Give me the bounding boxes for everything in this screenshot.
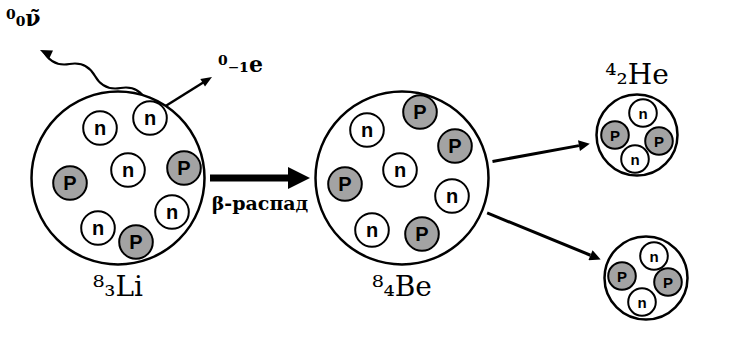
- particle-label: ⁰₋₁e: [218, 52, 263, 76]
- nucleon-letter: P: [610, 128, 620, 143]
- nucleon-letter: P: [663, 275, 673, 290]
- nucleon-ring: [621, 145, 649, 173]
- nucleus-ring: [605, 237, 688, 320]
- electron-arrow: [164, 82, 204, 107]
- nucleon-ring: [601, 121, 629, 149]
- nucleon-ring: [645, 127, 673, 155]
- decay-label: β-распад: [209, 192, 312, 215]
- nucleus-label: ⁸₄Be: [372, 272, 432, 303]
- nucleon-letter: n: [630, 152, 639, 167]
- proton-circle: P: [600, 120, 630, 150]
- nucleon-letter: P: [654, 134, 664, 149]
- proton-circle: P: [644, 126, 674, 156]
- proton-circle: P: [607, 261, 637, 291]
- neutron-circle: n: [349, 112, 385, 148]
- neutron-circle: n: [620, 144, 650, 174]
- nucleus-circle: ⁸₃LinnPPnnnP: [30, 90, 206, 266]
- nucleon-letter: P: [63, 173, 76, 193]
- neutron-circle: n: [110, 152, 146, 188]
- proton-circle: P: [118, 224, 154, 260]
- neutron-circle: n: [82, 110, 118, 146]
- nucleon-letter: P: [413, 102, 426, 122]
- nucleon-letter: n: [361, 120, 373, 140]
- neutron-circle: n: [382, 152, 418, 188]
- proton-circle: P: [166, 150, 202, 186]
- nucleon-ring: [119, 225, 153, 259]
- decay-arrow: [487, 213, 590, 255]
- nucleon-ring: [654, 268, 682, 296]
- nucleon-ring: [111, 153, 145, 187]
- proton-circle: P: [653, 267, 683, 297]
- nucleon-ring: [383, 153, 417, 187]
- nucleon-ring: [435, 179, 469, 213]
- nucleon-letter: n: [166, 202, 178, 222]
- nucleon-ring: [438, 129, 472, 163]
- nucleon-letter: P: [177, 158, 190, 178]
- nucleon-ring: [155, 195, 189, 229]
- nucleon-letter: P: [129, 232, 142, 252]
- nucleon-ring: [53, 166, 87, 200]
- nucleus-ring: [32, 92, 205, 265]
- decay-arrow: [210, 175, 288, 182]
- nucleon-ring: [83, 111, 117, 145]
- nucleon-letter: P: [415, 224, 428, 244]
- nucleus-ring: [597, 95, 678, 176]
- nucleon-letter: n: [92, 218, 104, 238]
- nucleon-letter: n: [94, 118, 106, 138]
- nucleon-letter: n: [394, 160, 406, 180]
- nucleon-letter: P: [448, 136, 461, 156]
- proton-circle: P: [52, 165, 88, 201]
- nucleus-label: ⁸₃Li: [93, 272, 143, 303]
- decay-arrow: [492, 146, 578, 162]
- nucleon-letter: n: [144, 108, 156, 128]
- neutron-circle: n: [80, 210, 116, 246]
- neutron-circle: n: [154, 194, 190, 230]
- nucleon-ring: [608, 262, 636, 290]
- nucleon-letter: n: [638, 106, 647, 121]
- particle-label: ⁰₀ν̃: [6, 6, 41, 30]
- proton-circle: P: [402, 94, 438, 130]
- nucleon-letter: P: [617, 269, 627, 284]
- nucleon-letter: n: [122, 160, 134, 180]
- electron-arrowhead: [200, 77, 212, 87]
- nucleon-ring: [167, 151, 201, 185]
- neutron-circle: n: [354, 212, 390, 248]
- nucleon-letter: n: [637, 295, 646, 310]
- nucleon-ring: [133, 101, 167, 135]
- proton-circle: P: [437, 128, 473, 164]
- nucleon-ring: [640, 242, 668, 270]
- nucleon-ring: [405, 217, 439, 251]
- nucleon-ring: [355, 213, 389, 247]
- nucleus-circle: ⁴₂HenPPn: [595, 93, 679, 177]
- nucleon-ring: [403, 95, 437, 129]
- nucleon-letter: n: [649, 249, 658, 264]
- nucleon-ring: [350, 113, 384, 147]
- neutron-circle: n: [627, 287, 657, 317]
- antineutrino-arrowhead: [40, 50, 53, 60]
- proton-circle: P: [327, 166, 363, 202]
- nucleon-letter: n: [366, 220, 378, 240]
- nucleon-letter: P: [338, 174, 351, 194]
- nucleon-ring: [328, 167, 362, 201]
- neutron-circle: n: [628, 98, 658, 128]
- nucleon-ring: [629, 99, 657, 127]
- nucleon-letter: n: [446, 186, 458, 206]
- nucleon-ring: [628, 288, 656, 316]
- proton-circle: P: [404, 216, 440, 252]
- neutron-circle: n: [132, 100, 168, 136]
- nucleon-ring: [81, 211, 115, 245]
- neutron-circle: n: [434, 178, 470, 214]
- neutron-circle: n: [639, 241, 669, 271]
- nucleus-circle: nPPn: [603, 235, 689, 321]
- nucleus-ring: [316, 92, 489, 265]
- nucleus-circle: ⁸₄BenPPPnnnP: [314, 90, 490, 266]
- nucleus-label: ⁴₂He: [605, 60, 668, 91]
